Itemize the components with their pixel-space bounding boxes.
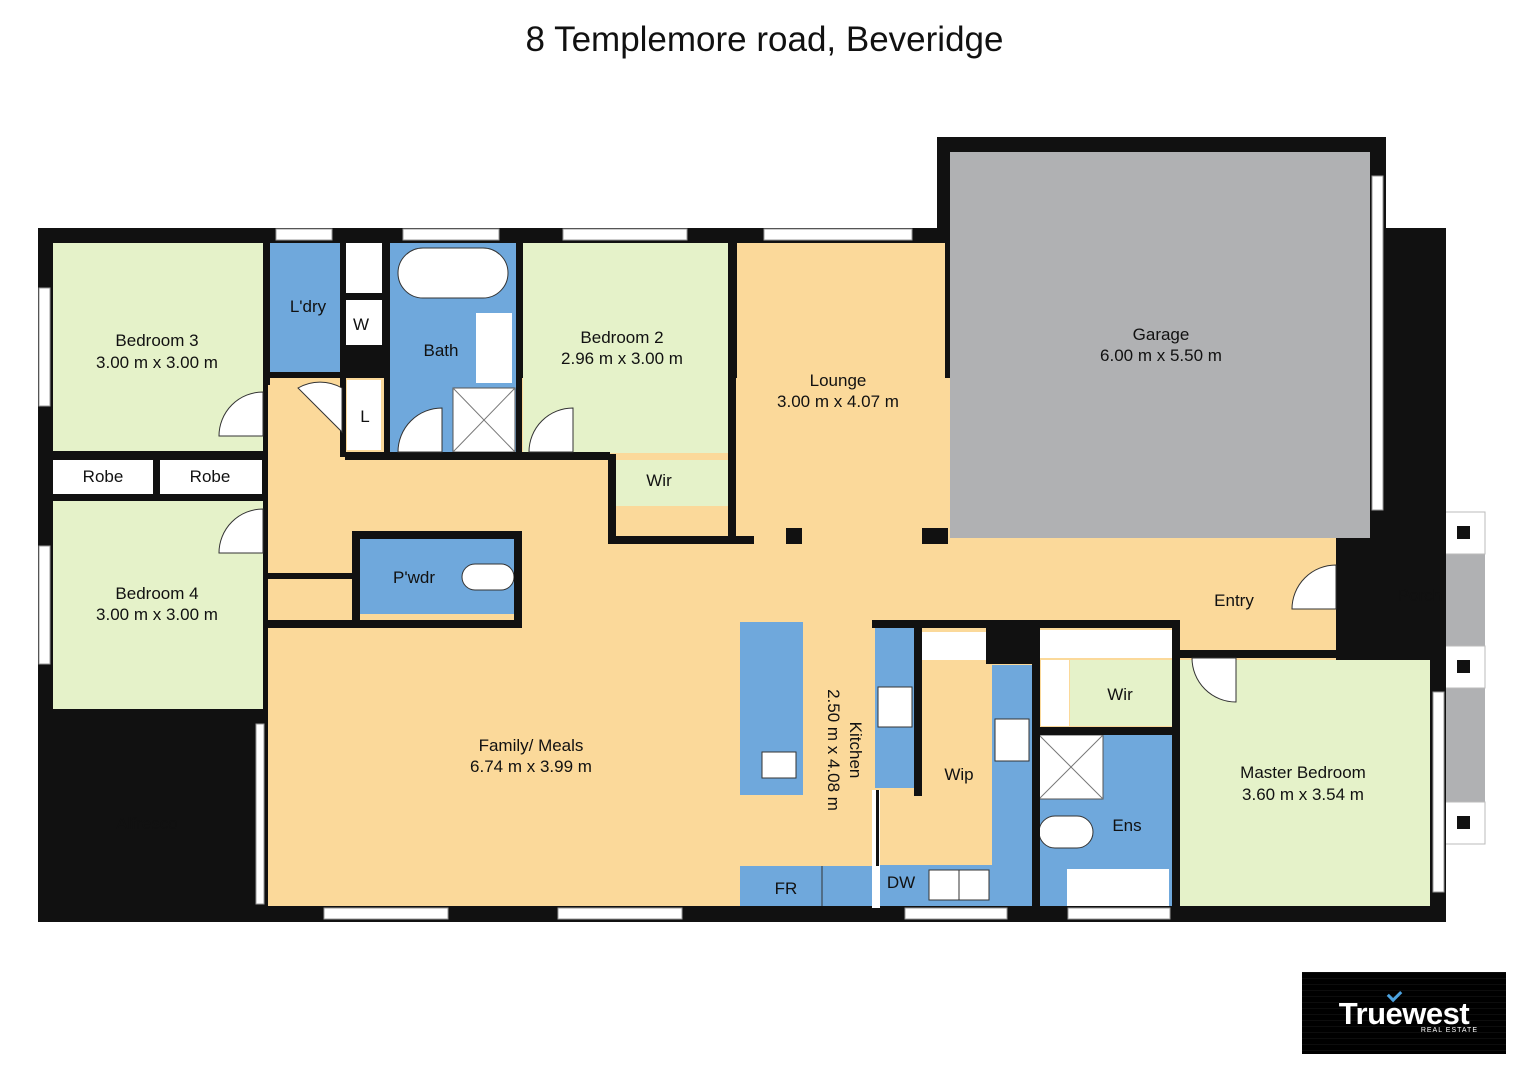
linen-cupboard <box>347 380 381 450</box>
label-entry: Entry <box>1214 591 1254 610</box>
size-garage: 6.00 m x 5.50 m <box>1100 346 1222 365</box>
label-fridge: FR <box>775 879 798 898</box>
label-bedroom-4: Bedroom 4 <box>115 584 198 603</box>
garage-floor <box>950 152 1370 538</box>
master-bedroom <box>1180 660 1430 906</box>
label-bath: Bath <box>424 341 459 360</box>
label-wir-bedroom-2: Wir <box>646 471 672 490</box>
label-laundry: L'dry <box>290 297 327 316</box>
label-robe-2: Robe <box>190 467 231 486</box>
label-w: W <box>353 315 369 334</box>
label-bedroom-3: Bedroom 3 <box>115 331 198 350</box>
robe-2 <box>160 460 262 494</box>
label-master-bedroom: Master Bedroom <box>1240 763 1366 782</box>
label-family: Family/ Meals <box>479 736 584 755</box>
size-master-bedroom: 3.60 m x 3.54 m <box>1242 785 1364 804</box>
page-title: 8 Templemore road, Beveridge <box>525 20 1004 59</box>
size-family: 6.74 m x 3.99 m <box>470 757 592 776</box>
size-bedroom-3: 3.00 m x 3.00 m <box>96 353 218 372</box>
kitchen-bottom-bench <box>740 866 873 906</box>
size-bedroom-4: 3.00 m x 3.00 m <box>96 605 218 624</box>
size-bedroom-2: 2.96 m x 3.00 m <box>561 349 683 368</box>
label-robe-1: Robe <box>83 467 124 486</box>
label-linen: L <box>360 407 369 426</box>
wir-bedroom-2 <box>614 460 728 506</box>
laundry-room <box>268 243 341 373</box>
truewest-logo: Truewest REAL ESTATE <box>1302 972 1506 1054</box>
label-porch: Porch <box>1398 586 1442 605</box>
label-ensuite: Ens <box>1112 816 1141 835</box>
label-powder: P'wdr <box>393 568 435 587</box>
label-bedroom-2: Bedroom 2 <box>580 328 663 347</box>
wip-room <box>921 660 989 864</box>
size-lounge: 3.00 m x 4.07 m <box>777 392 899 411</box>
label-wip: Wip <box>944 765 973 784</box>
label-dishwasher: DW <box>887 873 915 892</box>
label-garage: Garage <box>1133 325 1190 344</box>
label-lounge: Lounge <box>810 371 867 390</box>
label-alfresco: Alfresco <box>116 814 177 833</box>
robe-1 <box>53 460 153 494</box>
wir-master <box>1070 660 1180 726</box>
size-kitchen: 2.50 m x 4.08 m <box>824 689 843 811</box>
wip-bench <box>992 665 1032 865</box>
label-wir-master: Wir <box>1107 685 1133 704</box>
label-kitchen: Kitchen <box>846 722 865 779</box>
